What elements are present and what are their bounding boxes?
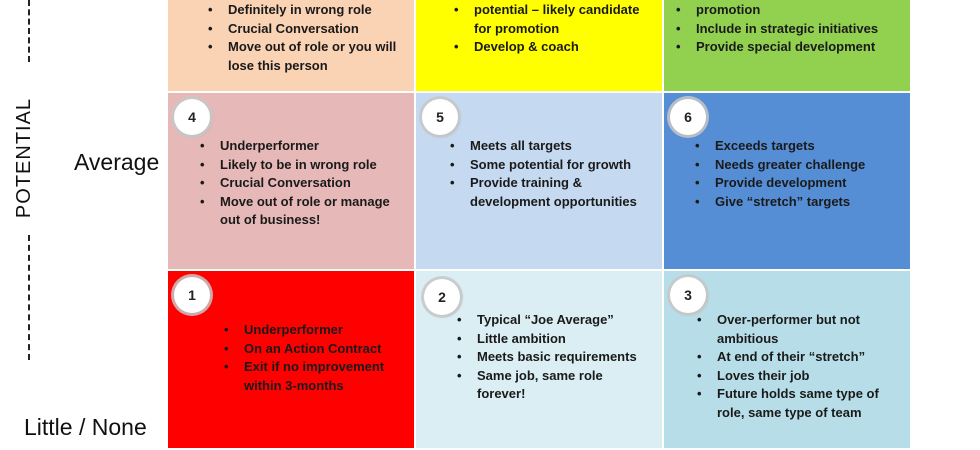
bullet-item: Needs greater challenge [693,156,903,175]
cell-2-number-badge: 2 [424,279,460,315]
bullet-item: Develop & coach [452,38,657,57]
cell-4-number-badge: 4 [174,99,210,135]
bullet-item: Same job, same role forever! [455,367,650,404]
cell-3-bullets: Over-performer but not ambitiousAt end o… [695,311,907,422]
bullet-item: Include in strategic initiatives [674,20,906,39]
grid-cell-5: 5 Meets all targetsSome potential for gr… [416,93,662,269]
cell-1-bullets: UnderperformerOn an Action ContractExit … [222,321,402,395]
grid-cell-9: promotionInclude in strategic initiative… [664,0,910,91]
bullet-item: Provide development [693,174,903,193]
cell-6-number-badge: 6 [670,99,706,135]
bullet-item: Crucial Conversation [198,174,408,193]
grid-cell-7: Definitely in wrong roleCrucial Conversa… [168,0,414,91]
bullet-item: Loves their job [695,367,907,386]
bullet-item: Exceeds targets [693,137,903,156]
bullet-item: On an Action Contract [222,340,402,359]
bullet-item: Likely to be in wrong role [198,156,408,175]
cell-9-bullets: promotionInclude in strategic initiative… [674,1,906,57]
grid-cell-4: 4 UnderperformerLikely to be in wrong ro… [168,93,414,269]
bullet-item: Underperformer [198,137,408,156]
grid-cell-6: 6 Exceeds targetsNeeds greater challenge… [664,93,910,269]
bullet-item: Give “stretch” targets [693,193,903,212]
cell-4-bullets: UnderperformerLikely to be in wrong role… [198,137,408,230]
bullet-item: Crucial Conversation [206,20,406,39]
grid-cell-3: 3 Over-performer but not ambitiousAt end… [664,271,910,448]
axis-label-potential: POTENTIAL [13,97,35,219]
bullet-item: Provide special development [674,38,906,57]
cell-5-bullets: Meets all targetsSome potential for grow… [448,137,658,211]
bullet-item: Provide training & development opportuni… [448,174,658,211]
bullet-item: promotion [674,1,906,20]
row-label-little-none: Little / None [24,414,147,440]
cell-5-number-badge: 5 [422,99,458,135]
cell-8-bullets: potential – likely candidate for promoti… [452,1,657,57]
cell-3-number-badge: 3 [670,277,706,313]
grid-cell-8: potential – likely candidate for promoti… [416,0,662,91]
cell-1-number-badge: 1 [174,277,210,313]
cell-6-bullets: Exceeds targetsNeeds greater challengePr… [693,137,903,211]
bullet-item: Meets all targets [448,137,658,156]
bullet-item: potential – likely candidate for promoti… [452,1,657,38]
row-label-average: Average [74,149,160,175]
bullet-item: Typical “Joe Average” [455,311,650,330]
cell-7-bullets: Definitely in wrong roleCrucial Conversa… [206,1,406,75]
bullet-item: At end of their “stretch” [695,348,907,367]
grid-cell-1: 1 UnderperformerOn an Action ContractExi… [168,271,414,448]
bullet-item: Little ambition [455,330,650,349]
bullet-item: Underperformer [222,321,402,340]
bullet-item: Future holds same type of role, same typ… [695,385,907,422]
cell-2-bullets: Typical “Joe Average”Little ambitionMeet… [455,311,650,404]
bullet-item: Meets basic requirements [455,348,650,367]
bullet-item: Some potential for growth [448,156,658,175]
axis-dash-bottom [28,235,30,360]
bullet-item: Move out of role or manage out of busine… [198,193,408,230]
axis-dash-top [28,0,30,62]
bullet-item: Over-performer but not ambitious [695,311,907,348]
bullet-item: Exit if no improvement within 3-months [222,358,402,395]
bullet-item: Definitely in wrong role [206,1,406,20]
bullet-item: Move out of role or you will lose this p… [206,38,406,75]
grid-cell-2: 2 Typical “Joe Average”Little ambitionMe… [416,271,662,448]
